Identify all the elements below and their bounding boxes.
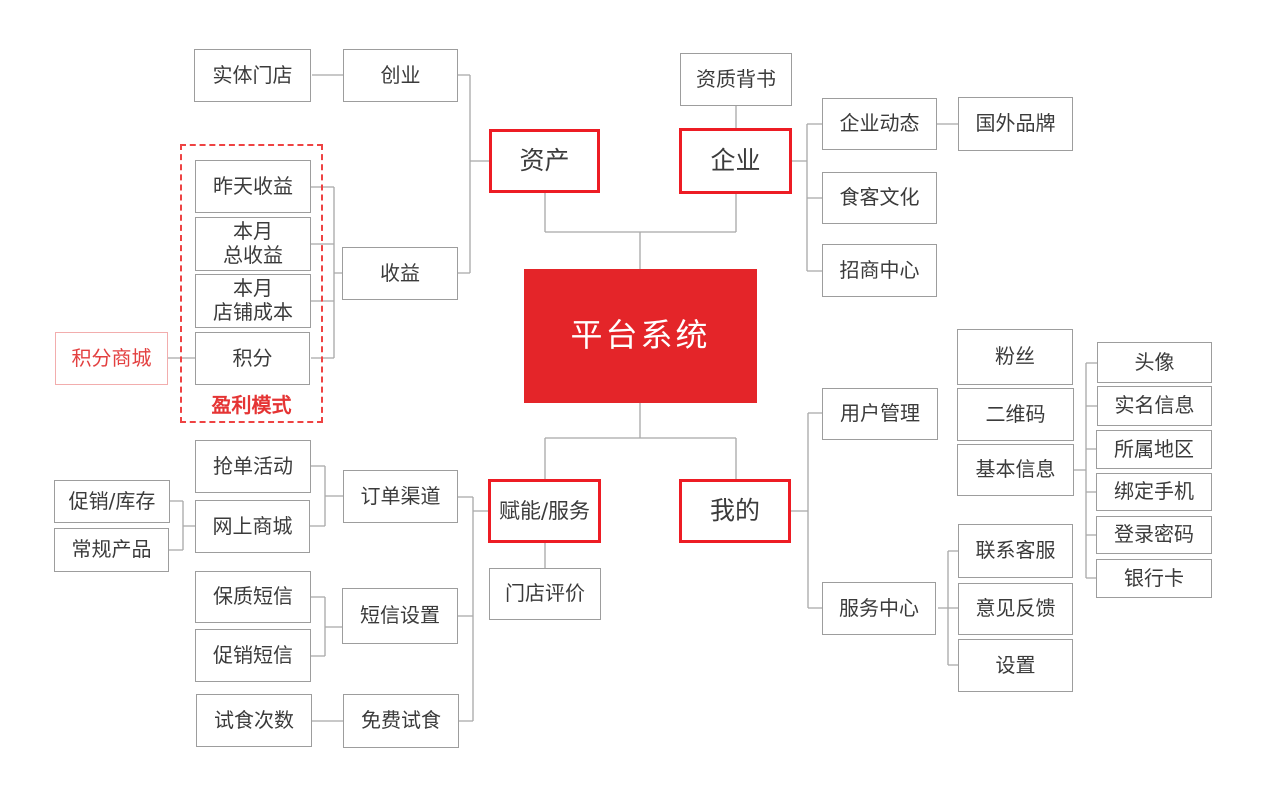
node-income[interactable]: 收益 — [342, 247, 458, 300]
node-sms-settings[interactable]: 短信设置 — [342, 588, 458, 644]
node-yesterday-income[interactable]: 昨天收益 — [195, 160, 311, 213]
node-mine[interactable]: 我的 — [679, 479, 791, 543]
node-investment-center[interactable]: 招商中心 — [822, 244, 937, 297]
node-qr-code[interactable]: 二维码 — [957, 388, 1074, 441]
node-store-reviews[interactable]: 门店评价 — [489, 568, 601, 620]
node-avatar[interactable]: 头像 — [1097, 342, 1212, 383]
node-month-store-cost[interactable]: 本月 店铺成本 — [195, 274, 311, 328]
node-platform[interactable]: 平台系统 — [524, 269, 757, 403]
node-basic-info[interactable]: 基本信息 — [957, 444, 1074, 496]
node-login-password[interactable]: 登录密码 — [1096, 516, 1212, 554]
node-enterprise-news[interactable]: 企业动态 — [822, 98, 937, 150]
connector-top-trunk — [544, 106, 737, 269]
node-enterprise[interactable]: 企业 — [679, 128, 792, 194]
node-free-trial[interactable]: 免费试食 — [343, 694, 459, 748]
profit-model-label: 盈利模式 — [211, 393, 292, 417]
connector-bottom-trunk — [544, 403, 737, 568]
node-regular-products[interactable]: 常规产品 — [54, 528, 169, 572]
node-quality-sms[interactable]: 保质短信 — [195, 571, 311, 623]
connector-service-center-children — [938, 550, 958, 666]
connector-mine-branch — [791, 412, 822, 609]
node-points[interactable]: 积分 — [195, 332, 310, 385]
node-physical-store[interactable]: 实体门店 — [194, 49, 311, 102]
node-promo-sms[interactable]: 促销短信 — [195, 629, 311, 682]
node-promo-inventory[interactable]: 促销/库存 — [54, 480, 170, 523]
node-month-total-income[interactable]: 本月 总收益 — [195, 217, 311, 271]
node-feedback[interactable]: 意见反馈 — [958, 583, 1073, 635]
node-grab-orders[interactable]: 抢单活动 — [195, 440, 311, 493]
node-user-mgmt[interactable]: 用户管理 — [822, 388, 938, 440]
node-startup[interactable]: 创业 — [343, 49, 458, 102]
node-bank-card[interactable]: 银行卡 — [1096, 559, 1212, 598]
node-contact-support[interactable]: 联系客服 — [958, 524, 1073, 578]
node-trial-count[interactable]: 试食次数 — [196, 694, 312, 747]
node-diner-culture[interactable]: 食客文化 — [822, 172, 937, 224]
node-order-channels[interactable]: 订单渠道 — [343, 470, 458, 523]
node-region[interactable]: 所属地区 — [1096, 430, 1212, 469]
connector-basic-info-children — [1074, 362, 1097, 579]
node-foreign-brands[interactable]: 国外品牌 — [958, 97, 1073, 151]
connector-empower-branch — [169, 465, 488, 722]
node-empower-service[interactable]: 赋能/服务 — [488, 479, 601, 543]
node-fans[interactable]: 粉丝 — [957, 329, 1073, 385]
node-real-name[interactable]: 实名信息 — [1097, 386, 1212, 426]
node-settings[interactable]: 设置 — [958, 639, 1073, 692]
node-assets[interactable]: 资产 — [489, 129, 600, 193]
node-bind-phone[interactable]: 绑定手机 — [1096, 473, 1212, 511]
connector-enterprise-branch — [792, 123, 958, 272]
node-qualification[interactable]: 资质背书 — [680, 53, 792, 106]
profit-model-group-outline — [180, 144, 323, 423]
node-service-center[interactable]: 服务中心 — [822, 582, 936, 635]
node-online-mall[interactable]: 网上商城 — [195, 500, 310, 553]
node-points-mall[interactable]: 积分商城 — [55, 332, 168, 385]
